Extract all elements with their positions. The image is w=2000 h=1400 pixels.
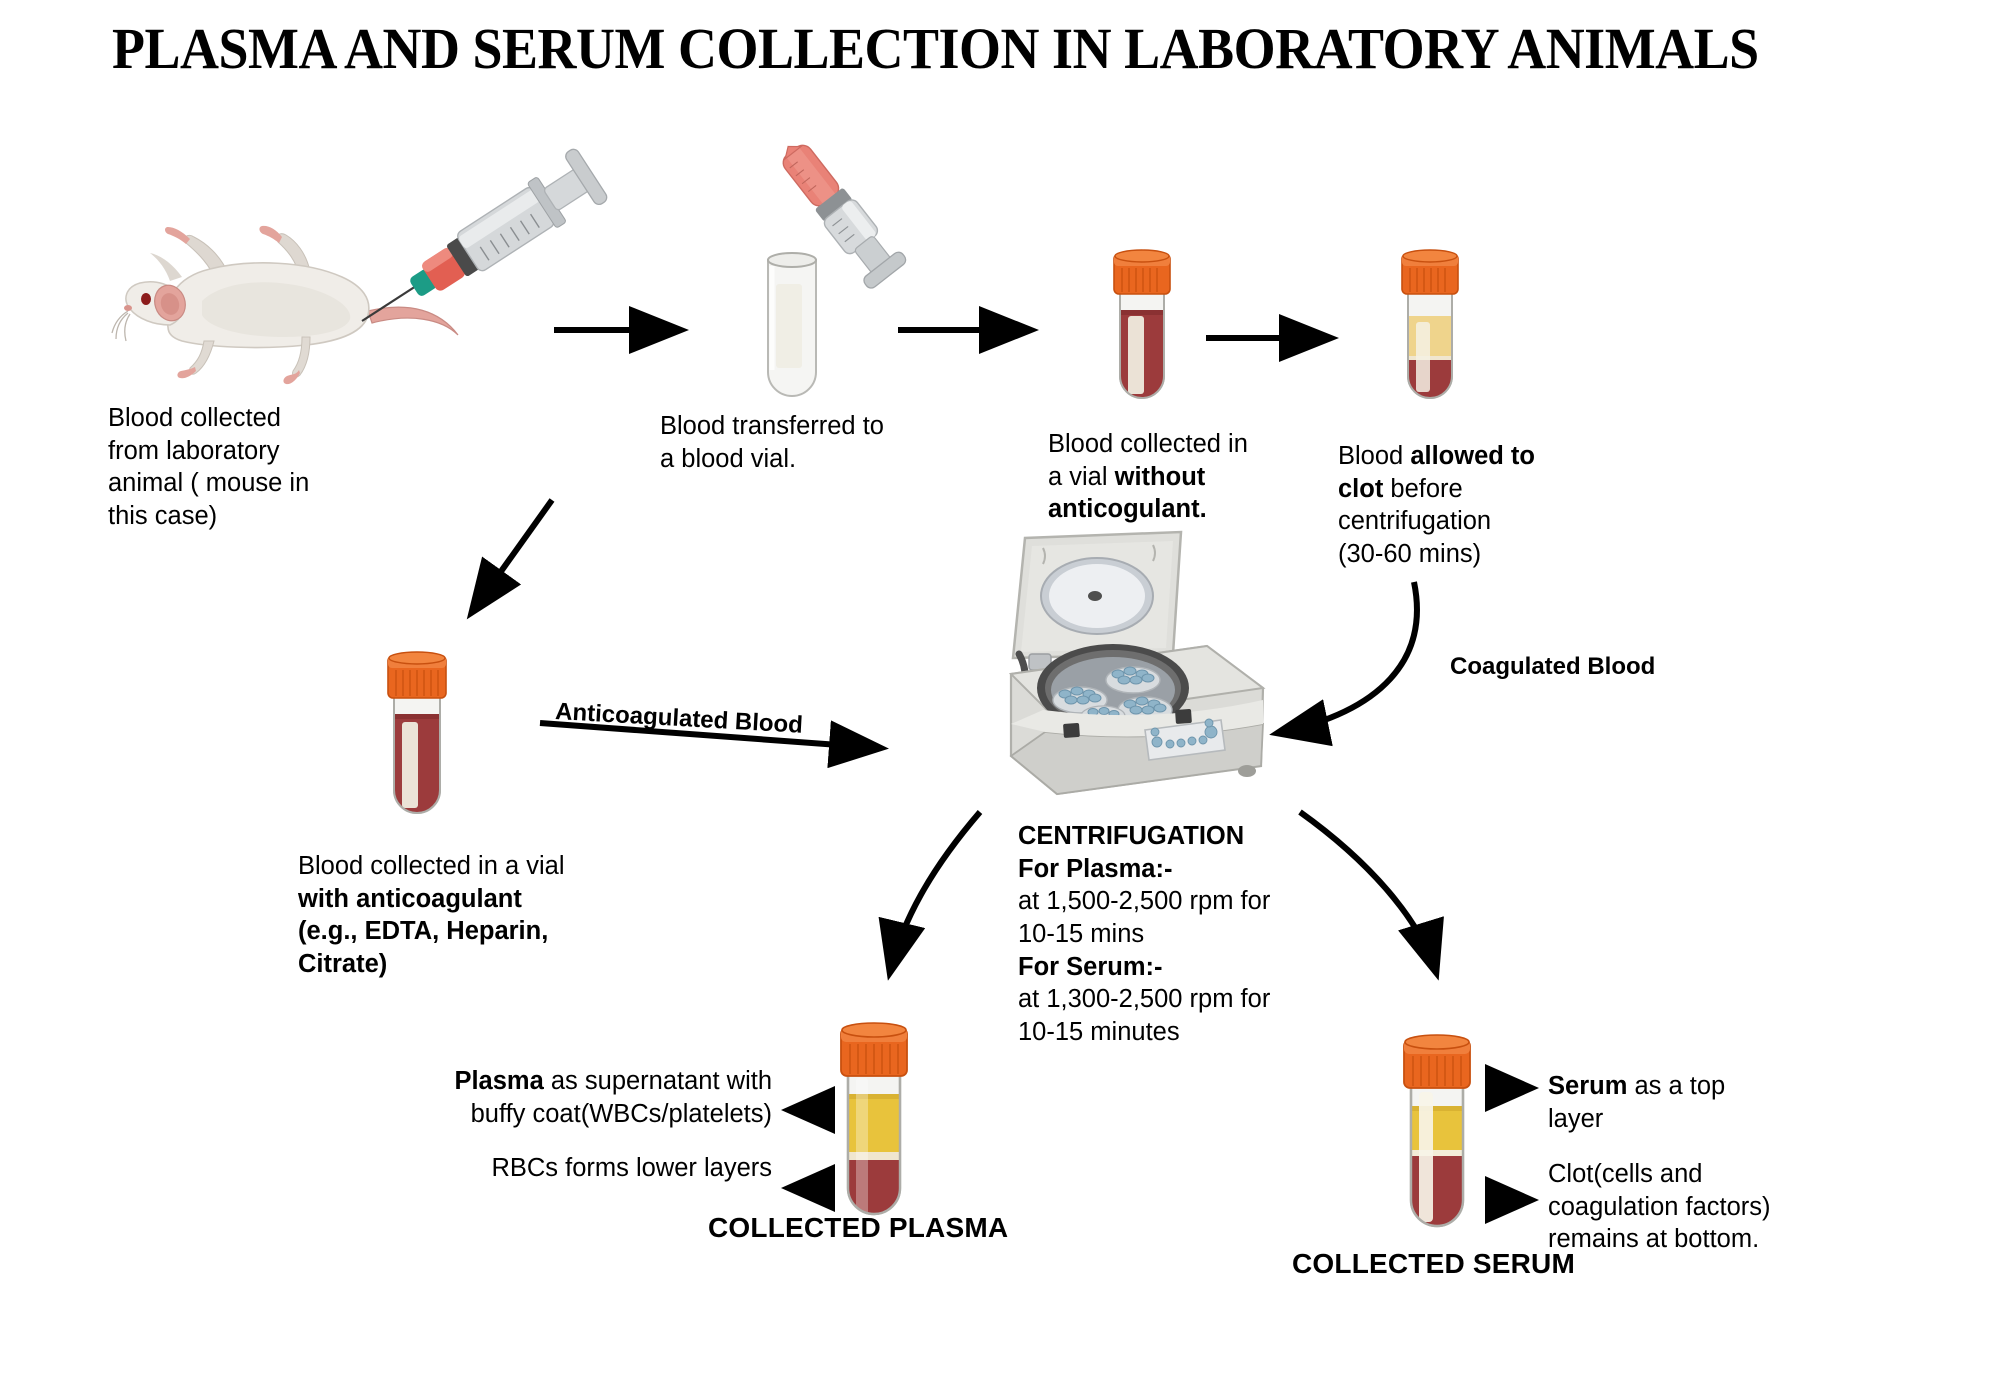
caption-text: a vial — [1048, 462, 1115, 491]
plasma-top-layer-label: Plasma as supernatant with buffy coat(WB… — [432, 1065, 772, 1130]
label-coagulated-blood: Coagulated Blood — [1450, 653, 1656, 680]
blood-vial-with-anticoagulant — [372, 648, 462, 828]
caption-text: Blood — [1338, 442, 1411, 470]
label-text: as a top — [1627, 1072, 1726, 1100]
caption-line: a vial without — [1048, 461, 1318, 494]
caption-emphasis: allowed to — [1410, 442, 1535, 470]
centrifugation-settings: CENTRIFUGATION For Plasma:- at 1,500-2,5… — [1018, 820, 1318, 1048]
plasma-settings-heading: For Plasma:- — [1018, 854, 1173, 883]
step-transfer-caption: Blood transferred to a blood vial. — [660, 410, 940, 475]
caption-line: Blood collected in a vial — [298, 852, 565, 880]
caption-emphasis: with anticoagulant — [298, 884, 522, 913]
step-collection-caption: Blood collected from laboratory animal (… — [108, 402, 368, 533]
caption-line: this case) — [108, 501, 218, 530]
label-emphasis: Serum — [1548, 1072, 1628, 1100]
arrow-vial-to-anticoagulant — [466, 498, 555, 620]
arrow-centrifuge-to-serum — [1298, 809, 1444, 981]
serum-settings-line: 10-15 minutes — [1018, 1017, 1180, 1046]
caption-emphasis: (e.g., EDTA, Heparin, — [298, 917, 549, 946]
caption-line: a blood vial. — [660, 444, 797, 473]
label-emphasis: Plasma — [454, 1067, 544, 1095]
caption-line: Blood collected — [108, 404, 281, 432]
caption-line: from laboratory — [108, 436, 280, 465]
caption-emphasis: anticogulant. — [1048, 495, 1207, 524]
collected-plasma-vial — [822, 1018, 932, 1236]
label-anticoagulated-blood: Anticoagulated Blood — [554, 698, 804, 739]
centrifuge-illustration — [985, 528, 1275, 798]
mouse-illustration — [110, 148, 608, 395]
caption-emphasis: clot — [1338, 474, 1384, 503]
page-title: PLASMA AND SERUM COLLECTION IN LABORATOR… — [112, 16, 1759, 81]
caption-line: animal ( mouse in — [108, 469, 310, 498]
caption-line: Blood allowed to — [1338, 440, 1598, 473]
label-line: layer — [1548, 1104, 1604, 1133]
plasma-settings-line: 10-15 mins — [1018, 919, 1145, 948]
serum-settings-heading: For Serum:- — [1018, 952, 1163, 981]
blood-vial-without-anticoagulant — [1102, 248, 1182, 408]
arrow-centrifuge-to-plasma — [878, 810, 983, 981]
serum-settings-line: at 1,300-2,500 rpm for — [1018, 985, 1271, 1014]
label-text: as supernatant with — [543, 1067, 772, 1095]
syringe-with-blood-illustration — [740, 140, 920, 289]
label-line: buffy coat(WBCs/platelets) — [470, 1099, 772, 1128]
caption-line: (30-60 mins) — [1338, 539, 1482, 568]
collected-serum-vial — [1385, 1030, 1495, 1248]
collected-serum-caption: COLLECTED SERUM — [1292, 1248, 1575, 1279]
collected-plasma-caption: COLLECTED PLASMA — [708, 1212, 1009, 1243]
label-line: Clot(cells and — [1548, 1160, 1703, 1188]
caption-line: clot before — [1338, 473, 1598, 506]
label-line: Plasma as supernatant with — [432, 1065, 772, 1098]
arrow-coagulated-blood — [1269, 581, 1420, 747]
caption-emphasis: Citrate) — [298, 949, 388, 978]
caption-line: Blood collected in — [1048, 430, 1248, 458]
step-with-anticoagulant-caption: Blood collected in a vial with anticoagu… — [298, 850, 618, 981]
label-line: Serum as a top — [1548, 1070, 1848, 1103]
step-no-anticoagulant-caption: Blood collected in a vial without antico… — [1048, 428, 1318, 526]
step-clotting-caption: Blood allowed to clot before centrifugat… — [1338, 440, 1598, 571]
serum-top-layer-label: Serum as a top layer — [1548, 1070, 1848, 1135]
label-line: coagulation factors) — [1548, 1192, 1771, 1221]
empty-blood-vial — [752, 248, 832, 398]
centrifugation-heading: CENTRIFUGATION — [1018, 822, 1245, 850]
serum-clot-label: Clot(cells and coagulation factors) rema… — [1548, 1158, 1858, 1256]
plasma-settings-line: at 1,500-2,500 rpm for — [1018, 887, 1271, 916]
caption-line: Blood transferred to — [660, 412, 884, 440]
plasma-bottom-layer-label: RBCs forms lower layers — [491, 1154, 772, 1182]
blood-vial-clotted — [1390, 248, 1470, 408]
caption-emphasis: without — [1114, 462, 1206, 491]
label-line: remains at bottom. — [1548, 1225, 1760, 1254]
caption-line: centrifugation — [1338, 507, 1492, 536]
caption-text: before — [1383, 474, 1463, 503]
